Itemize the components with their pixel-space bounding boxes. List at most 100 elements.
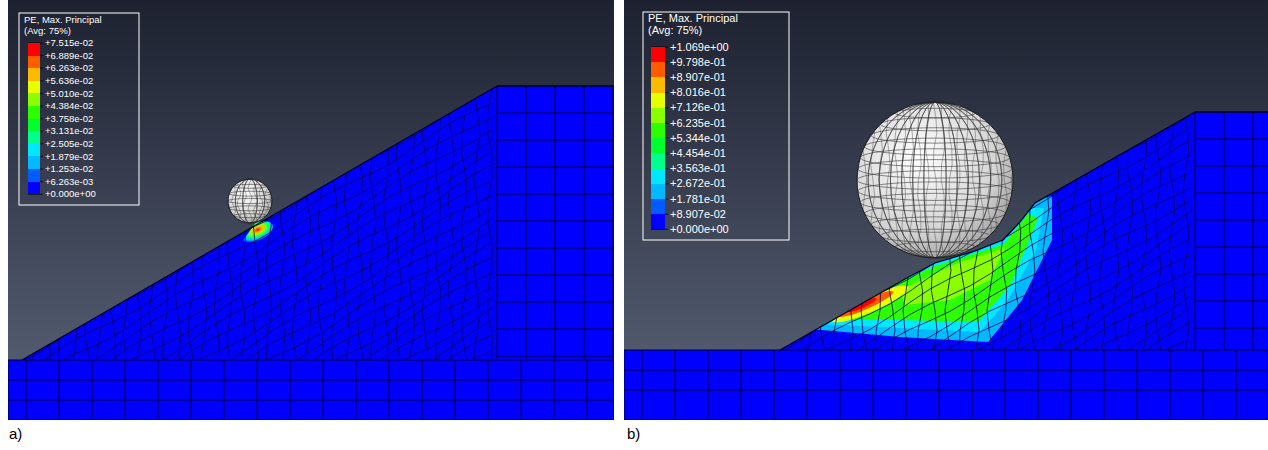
mesh-line (1038, 350, 1039, 420)
mesh-line (497, 221, 614, 222)
mesh-line (1195, 328, 1268, 329)
legend-value: +8.907e-01 (670, 72, 726, 83)
mesh-line (833, 92, 839, 370)
mesh-line (389, 360, 390, 420)
mesh-line (163, 66, 168, 380)
block-mesh (1195, 112, 1268, 350)
mesh-line (840, 350, 841, 420)
sphere-longitude (235, 179, 264, 223)
mesh-line (587, 360, 588, 420)
mesh-line (1195, 112, 1196, 350)
sphere-mesh-line (996, 102, 1000, 258)
sphere-mesh-line (910, 102, 914, 258)
mesh-line (8, 400, 614, 401)
legend-value: +3.131e-02 (45, 126, 93, 136)
sphere-longitude (243, 179, 258, 223)
legend-value: +3.758e-02 (45, 114, 93, 124)
legend-swatch (651, 169, 665, 184)
sphere-mesh-line (894, 102, 898, 258)
sphere-longitude (913, 102, 958, 258)
legend-swatch (651, 153, 665, 168)
mesh-line (675, 350, 676, 420)
legend-swatch (651, 184, 665, 199)
sphere-mesh-line (237, 179, 241, 223)
mesh-line (19, 66, 25, 380)
mesh-line (189, 66, 194, 380)
mesh-line (26, 360, 27, 420)
mesh-line (1253, 112, 1254, 350)
mesh-line (123, 66, 129, 380)
sphere-latitude (858, 160, 1012, 179)
legend-swatch (651, 62, 665, 77)
mesh-line (624, 390, 1268, 391)
legend-value: +2.672e-01 (670, 178, 726, 189)
legend-value: +6.235e-01 (670, 118, 726, 129)
legend-value: +4.384e-02 (45, 101, 93, 111)
sphere-mesh-line (886, 102, 890, 258)
mesh-line (356, 360, 357, 420)
mesh-line (436, 66, 441, 380)
sphere-longitude (924, 102, 946, 258)
legend-swatch (28, 68, 40, 81)
base-block (8, 360, 614, 420)
sphere-longitude (879, 102, 990, 258)
viewport (624, 0, 1268, 420)
legend-swatch (28, 156, 40, 169)
sphere-mesh-line (259, 179, 263, 223)
mesh-line (1236, 350, 1237, 420)
sphere-mesh-line (863, 102, 867, 258)
mesh-line (266, 66, 271, 380)
mesh-line (474, 66, 480, 380)
legend-value: +1.879e-02 (45, 152, 93, 162)
mesh-line (774, 350, 775, 420)
slope-outline (780, 112, 1268, 350)
sphere-longitude (868, 102, 1002, 258)
legend-swatch (28, 81, 40, 94)
legend-value: +0.000e+00 (45, 189, 96, 199)
mesh-line (584, 86, 585, 360)
mesh-line (1127, 92, 1133, 370)
mesh-line (1195, 139, 1268, 140)
mesh-line (939, 350, 940, 420)
sphere-outline (857, 102, 1013, 258)
legend-swatch (651, 108, 665, 123)
legend-value: +8.016e-01 (670, 87, 726, 98)
legend-swatch (651, 47, 665, 62)
legend-value: +6.263e-03 (45, 177, 93, 187)
mesh-line (497, 275, 614, 276)
mesh-line (1001, 92, 1007, 370)
mesh-line (370, 66, 376, 380)
sphere-longitude (250, 179, 251, 223)
mesh-line (1203, 350, 1204, 420)
legend-value: +6.889e-02 (45, 51, 93, 61)
mesh-line (290, 360, 291, 420)
legend-value: +5.636e-02 (45, 76, 93, 86)
mesh-line (318, 66, 324, 380)
sphere-mesh (855, 102, 1015, 258)
sphere-mesh-line (243, 179, 247, 223)
block-mesh (497, 86, 614, 360)
sphere-mesh-line (965, 102, 968, 258)
mesh-line (1224, 112, 1225, 350)
legend-swatch (651, 93, 665, 108)
slope-outline (22, 86, 614, 360)
mesh-line (191, 360, 192, 420)
sphere-latitude (871, 217, 999, 232)
legend-swatch (28, 169, 40, 182)
panel-label: a) (9, 426, 22, 441)
mesh-line (497, 329, 614, 330)
mesh-line (1195, 247, 1268, 248)
mesh-line (1170, 350, 1171, 420)
mesh-line (497, 113, 614, 114)
legend-swatch (28, 56, 40, 69)
legend-swatch (28, 93, 40, 106)
mesh-line (1113, 92, 1119, 370)
slope-body (780, 112, 1268, 350)
mesh-line (777, 92, 783, 370)
sphere-latitude (865, 138, 1006, 155)
sphere-longitude (890, 102, 979, 258)
sphere-mesh-line (980, 102, 983, 258)
legend-swatch (651, 123, 665, 138)
mesh-line (240, 66, 245, 380)
